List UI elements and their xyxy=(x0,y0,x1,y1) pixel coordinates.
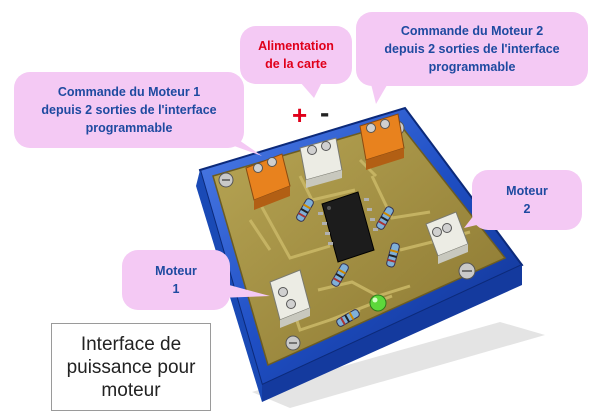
title-line2: puissance pour xyxy=(66,356,196,378)
ic-chip xyxy=(318,191,378,263)
terminal-white-power xyxy=(299,137,343,188)
green-led xyxy=(369,294,387,312)
tail-cmd-motor2 xyxy=(370,80,390,104)
callout-cmd-motor1-line1: Commande du Moteur 1 xyxy=(57,85,201,99)
terminal-white-motor2 xyxy=(425,211,469,264)
callout-motor1: Moteur 1 xyxy=(122,250,230,310)
callout-cmd-motor1: Commande du Moteur 1 depuis 2 sorties de… xyxy=(14,72,244,148)
callout-cmd-motor2: Commande du Moteur 2 depuis 2 sorties de… xyxy=(356,12,588,86)
terminal-white-motor1 xyxy=(269,269,311,328)
title-line3: moteur xyxy=(101,379,161,401)
minus-sign: - xyxy=(320,97,330,128)
tail-alimentation xyxy=(300,82,322,98)
title-line1: Interface de xyxy=(80,333,182,355)
callout-cmd-motor2-line2: depuis 2 sorties de l'interface xyxy=(384,42,560,56)
title-box: Interface de puissance pour moteur xyxy=(51,323,211,411)
callout-alimentation-line1: Alimentation xyxy=(258,39,334,53)
callout-cmd-motor2-line1: Commande du Moteur 2 xyxy=(400,24,544,38)
callout-alimentation: Alimentation de la carte xyxy=(240,26,352,84)
callout-cmd-motor2-line3: programmable xyxy=(428,60,516,74)
tail-motor1 xyxy=(218,282,270,298)
callout-motor2: Moteur 2 xyxy=(472,170,582,230)
callout-alimentation-line2: de la carte xyxy=(265,57,327,71)
callout-motor2-line1: Moteur xyxy=(506,184,548,198)
terminal-orange-right xyxy=(359,113,405,170)
resistors xyxy=(296,198,400,327)
callout-motor2-line2: 2 xyxy=(523,202,531,216)
plus-sign: + xyxy=(292,100,308,130)
callout-motor1-line2: 1 xyxy=(172,282,180,296)
callout-cmd-motor1-line2: depuis 2 sorties de l'interface xyxy=(41,103,217,117)
callout-motor1-line1: Moteur xyxy=(155,264,197,278)
terminal-orange-left xyxy=(245,153,291,210)
callout-cmd-motor1-line3: programmable xyxy=(85,121,173,135)
